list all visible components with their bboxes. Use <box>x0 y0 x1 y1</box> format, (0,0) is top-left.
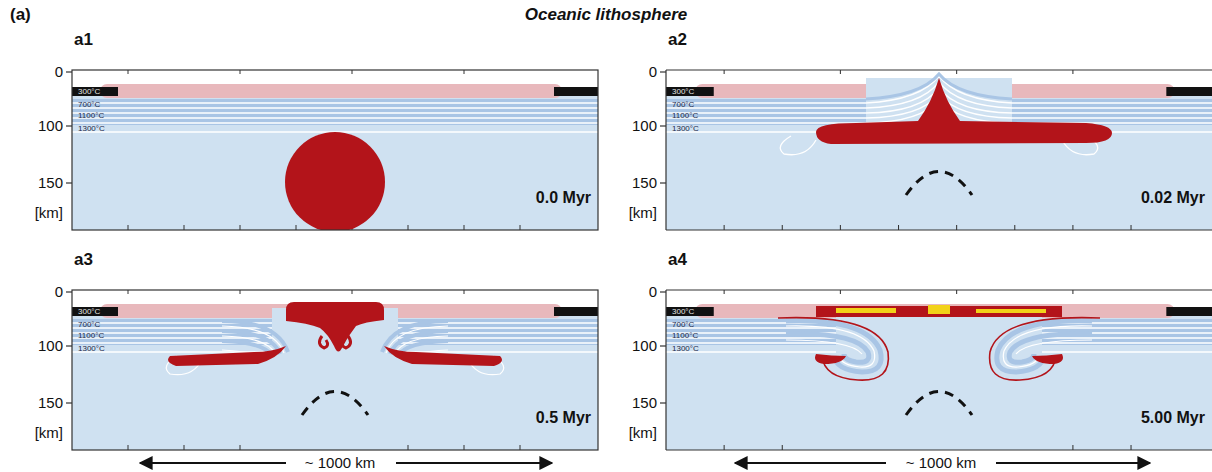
isotherm-label: 1100°C <box>78 332 104 341</box>
time-label: 0.02 Myr <box>1141 189 1205 207</box>
isotherm-label: 300°C <box>78 308 100 317</box>
axis-ticks <box>66 72 666 403</box>
axis-tick-label: 100 <box>38 338 63 355</box>
panel-label: a4 <box>668 251 687 270</box>
width-label: ~ 1000 km <box>906 455 976 472</box>
panel-a1 <box>72 70 598 230</box>
isotherm-label: 700°C <box>672 101 694 110</box>
isotherm-label: 1100°C <box>672 332 698 341</box>
isotherm-label: 700°C <box>672 321 694 330</box>
axis-tick-label: 0 <box>649 284 657 301</box>
isotherm-label: 1100°C <box>672 112 698 121</box>
axis-unit: [km] <box>35 205 63 222</box>
axis-tick-label: 100 <box>38 118 63 135</box>
width-label: ~ 1000 km <box>305 455 375 472</box>
isotherm-label: 1300°C <box>78 125 105 134</box>
panel-group-label: (a) <box>10 6 31 25</box>
panel-a3 <box>72 290 598 450</box>
isotherm-label: 300°C <box>672 88 694 97</box>
figure-title: Oceanic lithosphere <box>525 6 688 25</box>
axis-tick-label: 100 <box>632 338 657 355</box>
axis-tick-label: 150 <box>632 395 657 412</box>
time-label: 5.00 Myr <box>1141 409 1205 427</box>
axis-unit: [km] <box>629 425 657 442</box>
panel-label: a1 <box>74 31 93 50</box>
axis-tick-label: 0 <box>649 64 657 81</box>
panel-a2 <box>666 70 1212 230</box>
axis-tick-label: 0 <box>55 64 63 81</box>
axis-unit: [km] <box>629 205 657 222</box>
isotherm-label: 700°C <box>78 101 100 110</box>
isotherm-label: 300°C <box>672 308 694 317</box>
isotherm-label: 1100°C <box>78 112 104 121</box>
panel-label: a2 <box>668 31 687 50</box>
panel-label: a3 <box>74 251 93 270</box>
axis-tick-label: 150 <box>632 175 657 192</box>
isotherm-label: 700°C <box>78 321 100 330</box>
width-arrows <box>140 462 1150 464</box>
isotherm-label: 1300°C <box>78 345 105 354</box>
isotherm-label: 1300°C <box>672 345 699 354</box>
panel-a4 <box>666 290 1212 450</box>
isotherm-label: 300°C <box>78 88 100 97</box>
time-label: 0.0 Myr <box>536 189 591 207</box>
axis-tick-label: 150 <box>38 175 63 192</box>
axis-tick-label: 100 <box>632 118 657 135</box>
axis-unit: [km] <box>35 425 63 442</box>
axis-tick-label: 150 <box>38 395 63 412</box>
axis-tick-label: 0 <box>55 284 63 301</box>
time-label: 0.5 Myr <box>536 409 591 427</box>
isotherm-label: 1300°C <box>672 125 699 134</box>
